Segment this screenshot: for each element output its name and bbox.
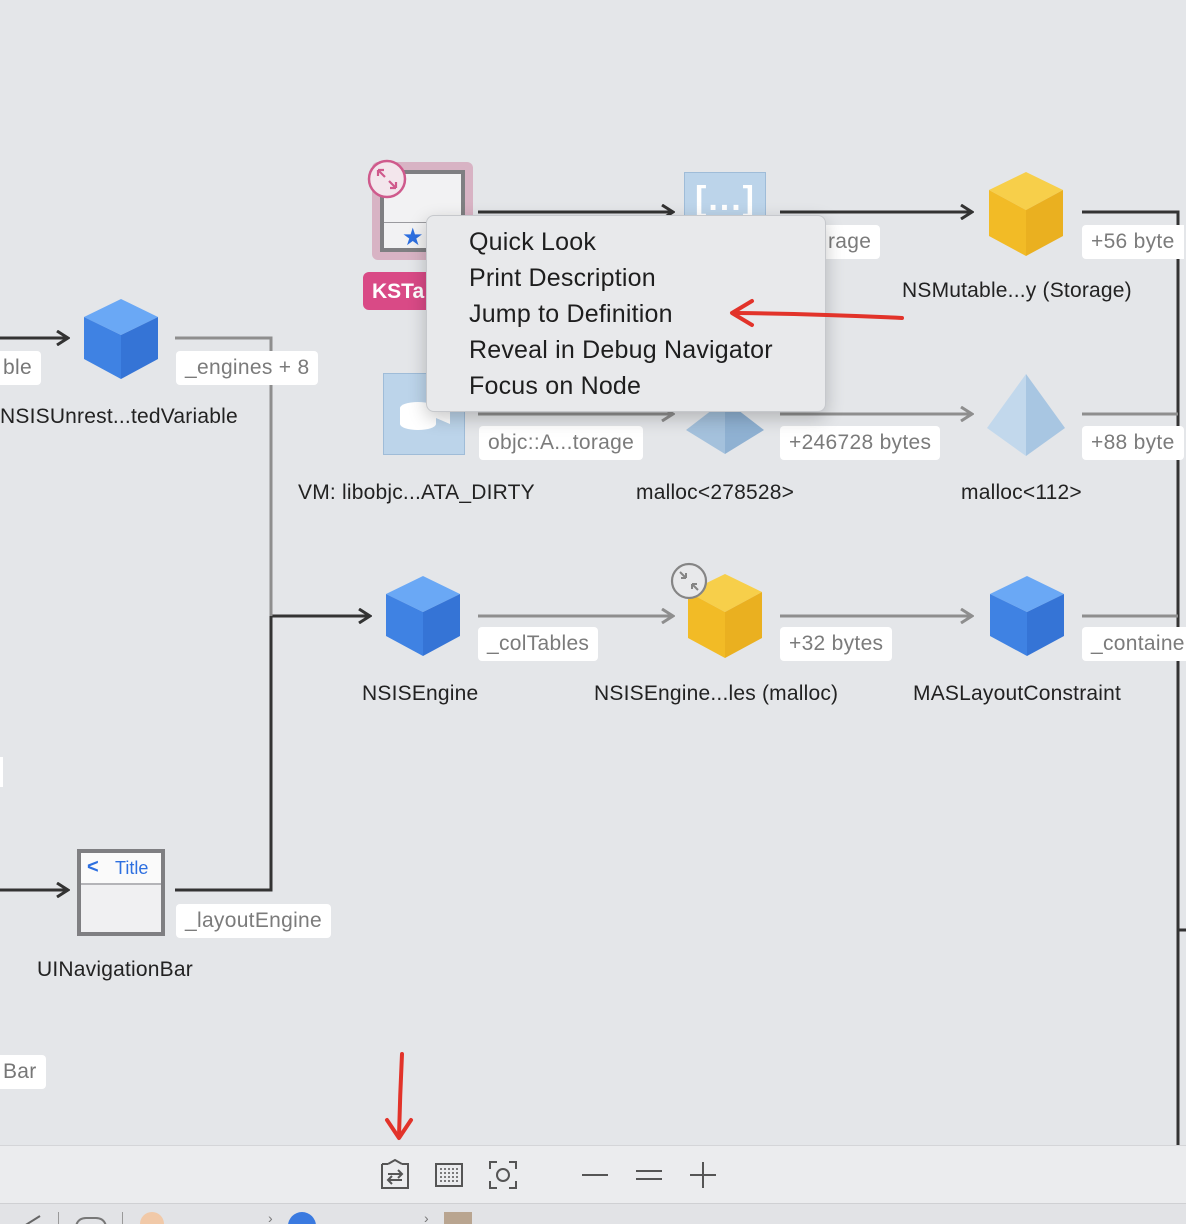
menu-item-jump-to-definition[interactable]: Jump to Definition: [469, 300, 673, 328]
edge: [175, 336, 273, 616]
back-chevron-icon: <: [87, 856, 99, 878]
jump-bar: › ›: [0, 1203, 1186, 1224]
pyramid-icon[interactable]: [985, 372, 1067, 458]
menu-item-quick-look[interactable]: Quick Look: [469, 228, 597, 256]
edge-label: +56 byte: [1082, 225, 1184, 259]
edge-label: ble: [0, 351, 41, 385]
zoom-in-icon[interactable]: [686, 1158, 720, 1192]
cube-icon[interactable]: [82, 297, 160, 381]
array-icon[interactable]: [...]: [684, 172, 766, 218]
star-icon: ★: [402, 224, 424, 251]
menu-item-print-description[interactable]: Print Description: [469, 264, 656, 292]
node-label: NSISEngine...les (malloc): [594, 682, 839, 705]
location-icon[interactable]: [22, 1212, 44, 1224]
graph-toolbar: [0, 1145, 1186, 1203]
edge-label-fragment: [0, 757, 3, 787]
node-label: MASLayoutConstraint: [913, 682, 1122, 705]
node-label: malloc<278528>: [636, 481, 795, 504]
edge-label: Bar: [0, 1055, 46, 1089]
node-label: UINavigationBar: [37, 958, 193, 981]
chevron-right-icon: ›: [424, 1210, 429, 1224]
edge-label: +32 bytes: [780, 627, 893, 661]
navigation-bar-icon[interactable]: < Title: [77, 849, 165, 936]
malloc-cube-icon[interactable]: [987, 170, 1065, 258]
node-label: NSISEngine: [362, 682, 479, 705]
app-icon[interactable]: [140, 1212, 164, 1224]
red-arrow: [730, 299, 904, 327]
edge-label: objc::A...torage: [479, 426, 644, 460]
edge-label: +88 byte: [1082, 426, 1184, 460]
node-label: NSISUnrest...tedVariable: [0, 405, 238, 428]
edge-label: _containe: [1082, 627, 1186, 661]
collapse-icon[interactable]: [669, 561, 709, 601]
node-label: NSMutable...y (Storage): [902, 279, 1132, 302]
object-icon[interactable]: [444, 1212, 472, 1224]
cube-icon[interactable]: [988, 574, 1066, 658]
camera-icon[interactable]: [74, 1212, 108, 1224]
edge-label: +246728 bytes: [780, 426, 941, 460]
zoom-actual-icon[interactable]: [632, 1158, 666, 1192]
node-label: malloc<112>: [961, 481, 1082, 504]
malloc-cube-icon[interactable]: [686, 572, 764, 660]
navbar-title: Title: [115, 858, 149, 878]
edge: [175, 616, 370, 892]
edge-label: _colTables: [478, 627, 599, 661]
menu-item-reveal-in-debug-navigator[interactable]: Reveal in Debug Navigator: [469, 336, 773, 364]
thread-icon[interactable]: [288, 1212, 316, 1224]
expand-icon[interactable]: [366, 158, 408, 200]
cube-icon[interactable]: [384, 574, 462, 658]
edge-label: rage: [818, 225, 881, 259]
edge-label: _layoutEngine: [176, 904, 332, 938]
zoom-out-icon[interactable]: [578, 1158, 612, 1192]
chevron-right-icon: ›: [268, 1210, 273, 1224]
graph-edges: [0, 0, 1186, 1145]
edge-label: _engines + 8: [176, 351, 319, 385]
memory-graph-export-icon[interactable]: [378, 1158, 412, 1192]
filter-list-icon[interactable]: [432, 1158, 466, 1192]
memory-graph-canvas[interactable]: ★ KSTa [...]: [0, 0, 1186, 1145]
menu-item-focus-on-node[interactable]: Focus on Node: [469, 372, 642, 400]
context-menu: Quick Look Print Description Jump to Def…: [426, 215, 826, 412]
pyramid-icon[interactable]: [684, 400, 766, 456]
edge: [1082, 210, 1180, 1145]
red-arrow: [385, 1052, 413, 1140]
zoom-fit-icon[interactable]: [486, 1158, 520, 1192]
node-label: VM: libobjc...ATA_DIRTY: [298, 481, 535, 504]
